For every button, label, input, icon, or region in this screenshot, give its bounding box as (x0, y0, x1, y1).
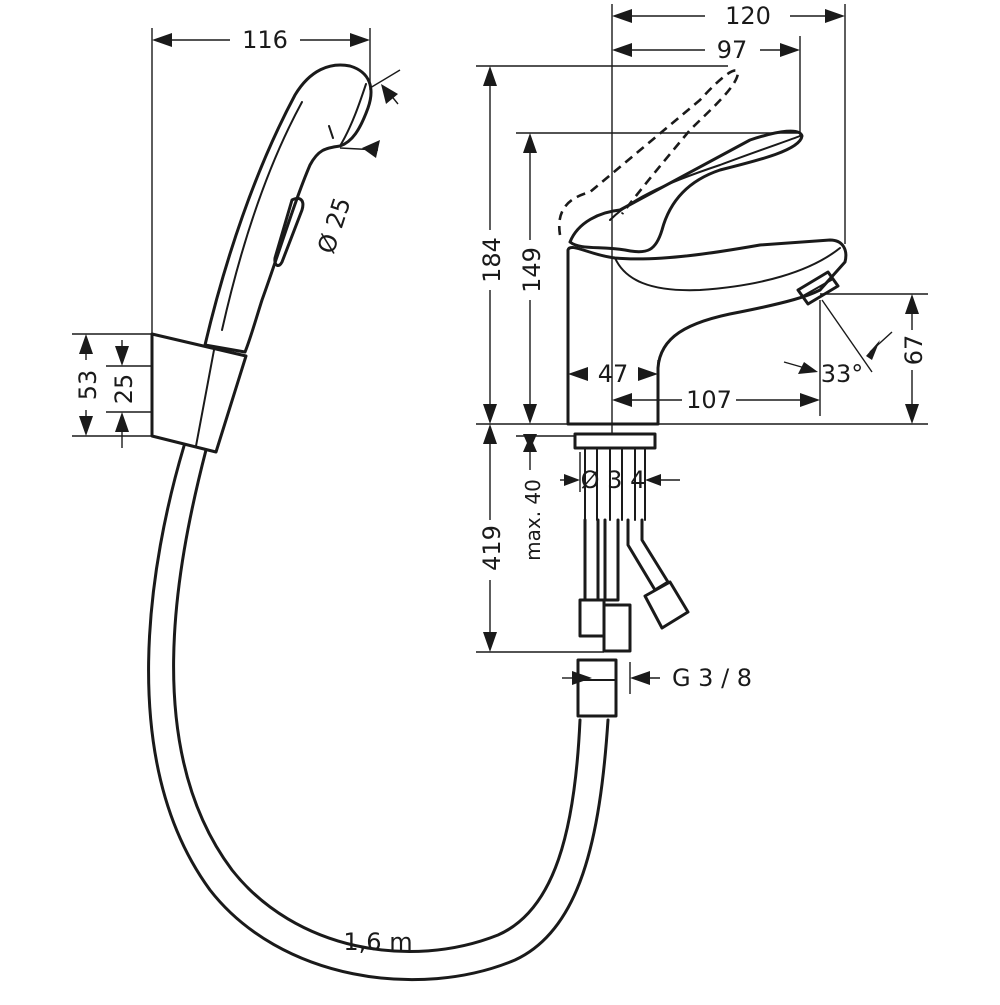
dim-97: 97 (717, 36, 748, 64)
hand-shower (203, 63, 373, 354)
dim-25: 25 (110, 374, 138, 405)
dim-diameter-25: Ø 25 (312, 194, 356, 257)
dim-67: 67 (900, 335, 928, 366)
supply-connector-right (643, 580, 690, 630)
hose (147, 444, 610, 982)
hand-shower-face (339, 83, 367, 147)
dim-max-40: max. 40 (521, 479, 545, 561)
dim-107: 107 (686, 386, 732, 414)
hose-fitting (576, 658, 618, 718)
faucet (557, 69, 848, 718)
hose-inner (172, 448, 582, 953)
dimension-labels: 116 120 97 184 149 67 47 107 33° Ø 25 53… (74, 2, 928, 956)
dim-47: 47 (598, 360, 629, 388)
dim-184: 184 (478, 237, 506, 283)
supply-hose-left (583, 518, 600, 602)
dim-116: 116 (242, 26, 288, 54)
supply-connector-center (602, 603, 632, 653)
dim-g38: G 3 / 8 (672, 664, 752, 692)
dim-53: 53 (74, 370, 102, 401)
spout-inner-line (614, 247, 841, 292)
aerator (796, 270, 840, 306)
lever-inner-line (609, 135, 801, 221)
dim-120: 120 (725, 2, 771, 30)
dim-419: 419 (478, 525, 506, 571)
holder-body (150, 332, 248, 454)
hand-shower-holder (150, 332, 248, 454)
supply-hose-center (603, 518, 620, 602)
hand-shower-inner-contour (221, 101, 303, 331)
mounting-nut (573, 432, 657, 450)
dim-149: 149 (518, 247, 546, 293)
dimension-lines (72, 4, 928, 694)
lever (568, 129, 804, 254)
hand-shower-mark (328, 125, 334, 139)
dim-diameter-34: Ø 3 4 (581, 466, 646, 494)
hand-shower-button (273, 196, 305, 267)
hand-shower-body (203, 63, 373, 354)
dim-hose-length: 1,6 m (343, 928, 412, 956)
supply-connector-left (578, 598, 606, 638)
supply-hose-right (626, 518, 670, 592)
aerator-ring (802, 278, 834, 297)
dim-33-degree: 33° (821, 360, 864, 388)
hose-outer (147, 444, 610, 982)
holder-edge (195, 349, 215, 447)
lever-open-position (557, 69, 740, 236)
